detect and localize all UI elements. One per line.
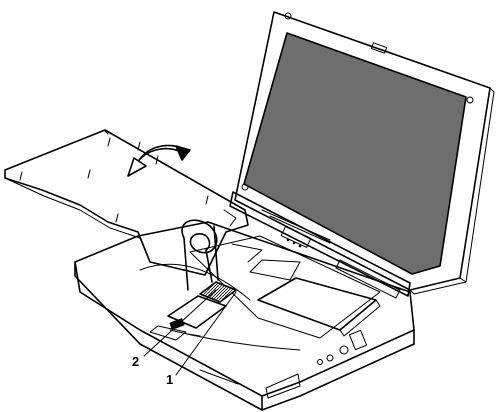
- display-screen: [243, 32, 467, 275]
- rotation-arrow-icon: [127, 144, 191, 177]
- display-lid: [234, 11, 495, 295]
- speaker-grille: [265, 373, 301, 399]
- callout-1: 1: [166, 291, 237, 387]
- keyboard-lifted: [4, 129, 249, 276]
- base-chassis: [74, 221, 415, 411]
- front-panel-ports: [199, 329, 368, 385]
- memory-module: [257, 277, 377, 331]
- pointing-stick: [169, 318, 185, 330]
- callout-2: 2: [132, 289, 217, 369]
- callout-2-leader: [143, 289, 217, 357]
- touchpad: [149, 295, 227, 341]
- callout-1-label: 1: [166, 372, 173, 387]
- callout-1-leader: [175, 291, 237, 376]
- callout-2-label: 2: [132, 354, 139, 369]
- keyboard-flex-cable: [181, 219, 219, 291]
